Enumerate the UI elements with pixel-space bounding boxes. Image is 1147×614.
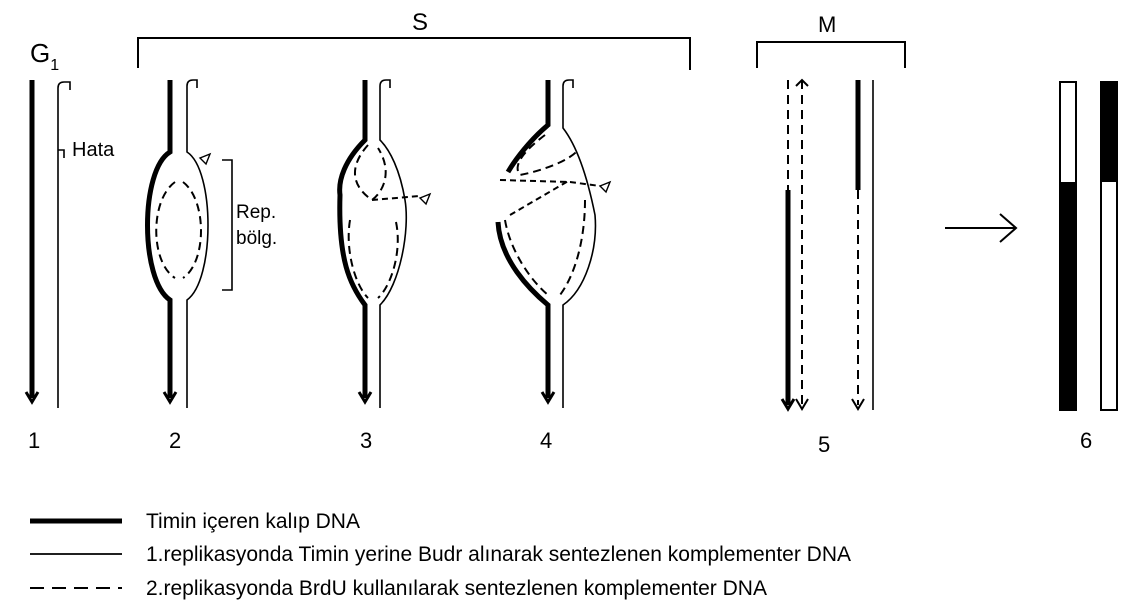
s-phase-bracket (138, 38, 690, 70)
stage-3-dna (340, 80, 430, 408)
transition-arrow (945, 214, 1016, 242)
error-label: Hata (72, 139, 115, 161)
legend: Timin içeren kalıp DNA 1.replikasyonda T… (30, 510, 851, 600)
step-numbers: 1 2 3 4 5 6 (28, 428, 1092, 457)
step-number-4: 4 (540, 428, 552, 453)
step-number-1: 1 (28, 428, 40, 453)
stage-2-dna: Rep. bölg. (148, 80, 278, 408)
stage-1-dna: Hata (26, 80, 115, 408)
step-number-2: 2 (169, 428, 181, 453)
phase-m-label: M (818, 12, 836, 37)
legend-text-1: 1.replikasyonda Timin yerine Budr alınar… (146, 543, 851, 566)
stage-5-dna (782, 80, 873, 410)
step-number-6: 6 (1080, 428, 1092, 453)
stage-4-dna (498, 80, 610, 408)
m-phase-bracket (757, 42, 905, 68)
stage-6-chromatids (1060, 82, 1117, 410)
legend-text-0: Timin içeren kalıp DNA (146, 510, 360, 533)
step-number-5: 5 (818, 432, 830, 457)
error-marker (58, 150, 64, 158)
phase-labels: G1 S M (30, 9, 836, 74)
rep-region-label-2: bölg. (236, 228, 277, 249)
phase-g1-label: G1 (30, 38, 59, 74)
legend-text-2: 2.replikasyonda BrdU kullanılarak sentez… (146, 577, 767, 600)
step-number-3: 3 (360, 428, 372, 453)
phase-s-label: S (412, 9, 428, 36)
rep-region-label-1: Rep. (236, 202, 276, 223)
rep-region-bracket (222, 160, 232, 290)
